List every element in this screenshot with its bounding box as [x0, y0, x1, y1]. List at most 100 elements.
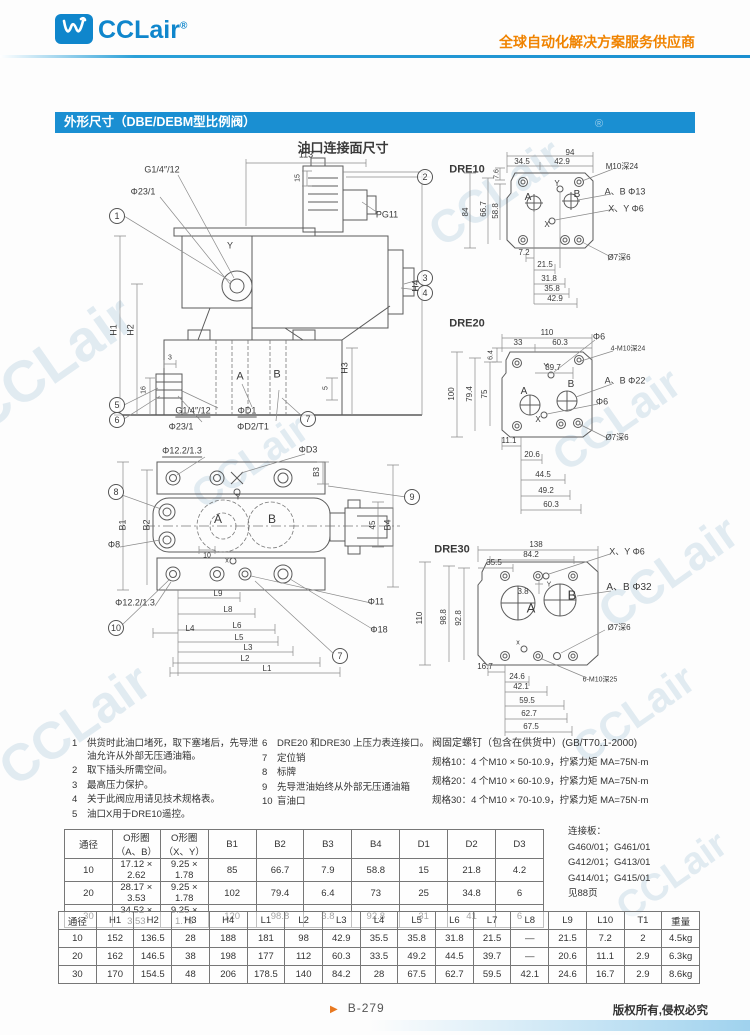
dim-label: 84: [461, 207, 470, 217]
table-cell: 188: [208, 929, 248, 948]
note-text: 关于此阀应用请见技术规格表。: [87, 794, 221, 805]
table-cell: 152: [95, 929, 135, 948]
dim-label: 67.5: [523, 722, 539, 731]
table-cell: 35.8: [397, 929, 437, 948]
company-tagline: 全球自动化解决方案服务供应商: [499, 34, 695, 50]
note-number: 5: [72, 808, 78, 820]
table-header-cell: L3: [321, 911, 361, 930]
port-label: B: [567, 587, 577, 603]
dim-label: 3.8: [517, 587, 529, 596]
dim-label: B1: [117, 519, 128, 531]
dim-label: 20.6: [524, 450, 540, 459]
plan-view-drawing: [117, 453, 407, 677]
dim-label: B2: [141, 519, 152, 531]
table-cell: 38: [171, 947, 210, 966]
callout-3: 3: [417, 270, 433, 286]
dim-label: H2: [125, 324, 136, 336]
table-header-cell: L1: [246, 911, 286, 930]
header-divider: [0, 55, 750, 58]
table-cell: 15: [399, 858, 449, 882]
table-cell: 4.5kg: [661, 929, 700, 948]
dim-label: 84.2: [523, 550, 539, 559]
dim-label: 16.7: [477, 662, 493, 671]
table-cell: 2.9: [623, 947, 663, 966]
dim-label: A、B Φ13: [604, 186, 646, 197]
table-cell: 6.4: [303, 881, 353, 905]
table-cell: 7.9: [303, 858, 353, 882]
dim-label: G1/4″/12: [175, 405, 211, 418]
table-header-cell: B3: [303, 829, 353, 859]
table-cell: 21.8: [447, 858, 497, 882]
port-label: X: [544, 220, 550, 229]
table-header-cell: 通径: [64, 829, 113, 859]
table-cell: 4.2: [495, 858, 544, 882]
table-cell: 79.4: [255, 881, 305, 905]
registered-mark: ®: [179, 20, 188, 32]
table-cell: 181: [246, 929, 286, 948]
table-cell: 9.25 × 1.78: [159, 858, 209, 882]
table-header-cell: D3: [495, 829, 544, 859]
note-text: 定位销: [277, 752, 306, 764]
table-cell: 30: [58, 965, 97, 984]
dim-label: 59.5: [519, 696, 535, 705]
port-label: A: [524, 192, 532, 203]
table-cell: 58.8: [351, 858, 401, 882]
table-cell: 24.6: [548, 965, 587, 984]
table-cell: 33.5: [359, 947, 399, 966]
note-number: 4: [72, 794, 78, 805]
dim-label: PG11: [375, 209, 399, 220]
table-cell: 17.12 × 2.62: [111, 858, 161, 882]
table-header-cell: O形圈（A、B）: [111, 829, 161, 859]
table-cell: 198: [208, 947, 248, 966]
port-label: x: [516, 639, 520, 647]
dim-label: Φ11: [367, 596, 385, 607]
dim-label: 75: [480, 389, 489, 399]
table-cell: 85: [207, 858, 257, 882]
table-cell: 48: [171, 965, 210, 984]
note-item: 4 关于此阀应用请见技术规格表。: [72, 794, 264, 807]
table-cell: 178.5: [246, 965, 286, 984]
dim-label: 6-M10深25: [582, 676, 618, 684]
dim-label: ΦD3: [298, 444, 318, 455]
dim-label: 60.3: [552, 338, 568, 347]
note-number: 10: [262, 796, 273, 807]
side-view-drawing: [114, 157, 431, 423]
dim-label: 60.3: [543, 500, 559, 509]
table-cell: 136.5: [133, 929, 173, 948]
table-cell: 39.7: [472, 947, 512, 966]
dim-label: 62.7: [521, 709, 537, 718]
dim-label: Φ12.2/1.3: [162, 445, 202, 458]
table-header-cell: 通径: [58, 911, 97, 930]
text-line: 连接板：: [568, 826, 607, 837]
dim-label: 66.7: [479, 201, 488, 217]
text-line: G412/01；G413/01: [568, 857, 651, 868]
dim-label: Ø7深6: [607, 623, 631, 632]
table-cell: 206: [208, 965, 248, 984]
port-label: B: [267, 512, 277, 526]
table-cell: 154.5: [133, 965, 173, 984]
dim-label: 15: [294, 174, 302, 182]
table-header-cell: L4: [359, 911, 399, 930]
logo-text: CCLair®: [98, 16, 188, 44]
table-cell: 20.6: [548, 947, 587, 966]
port-label: Y: [235, 494, 241, 502]
table-cell: 10: [58, 929, 97, 948]
table-cell: 170: [95, 965, 135, 984]
table-cell: 28: [171, 929, 210, 948]
text-line: G414/01；G415/01: [568, 872, 651, 884]
page-number-text: B-279: [347, 1001, 385, 1015]
dim-label: 5: [322, 386, 330, 390]
dim-label: Φ23/1: [168, 421, 194, 432]
dim-label: B3: [312, 467, 321, 477]
